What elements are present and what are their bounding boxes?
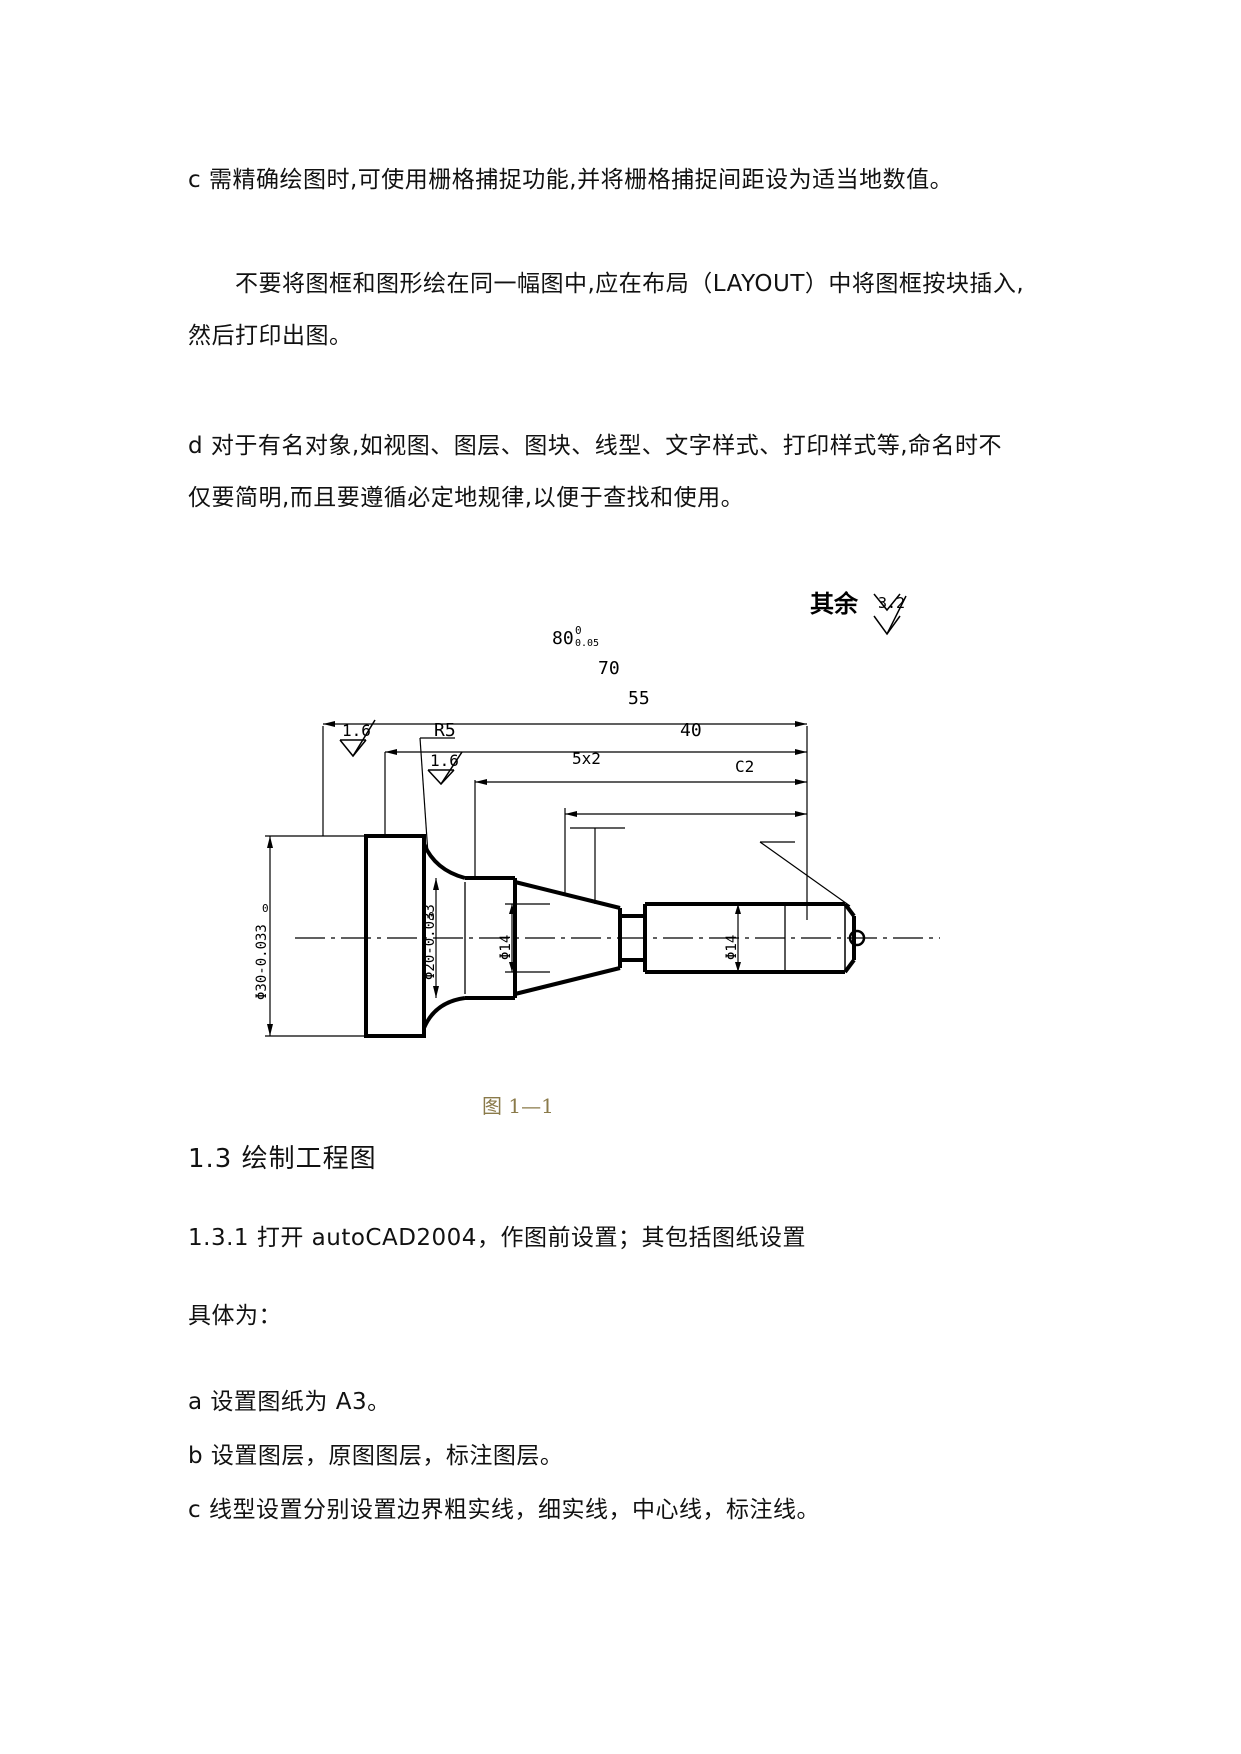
dia-30-label: Φ30-0.033 xyxy=(254,924,270,1000)
paragraph-naming-line2: 仅要简明,而且要遵循必定地规律,以便于查找和使用。 xyxy=(188,485,745,511)
groove-label: 5x2 xyxy=(572,749,601,768)
dimension-arrows xyxy=(267,721,807,1036)
dim-total-tol-lower: 0.05 xyxy=(575,638,599,649)
shaft-engineering-drawing: 其余 80 0 0.05 70 55 40 1.6 R5 1.6 5x2 C2 … xyxy=(254,590,940,1038)
remainder-roughness-tick xyxy=(886,595,907,635)
roughness-symbol-2 xyxy=(427,751,463,786)
dim-40: 40 xyxy=(680,720,702,741)
chamfer-label: C2 xyxy=(735,757,754,776)
roughness-symbol-remainder xyxy=(873,593,901,612)
dia-20-tol: 0 xyxy=(428,910,435,923)
list-item-b: b 设置图层，原图图层，标注图层。 xyxy=(188,1443,564,1469)
dim-70: 70 xyxy=(598,658,620,679)
dia-20-label: Φ20-0.033 xyxy=(422,904,438,980)
paragraph-grid-snap: c 需精确绘图时,可使用栅格捕捉功能,并将栅格捕捉间距设为适当地数值。 xyxy=(188,167,954,193)
remainder-roughness-icon xyxy=(873,615,901,636)
dim-total-tol-upper: 0 xyxy=(575,624,582,637)
roughness-1-label: 1.6 xyxy=(342,721,371,740)
paragraph-layout-line2: 然后打印出图。 xyxy=(188,323,353,349)
dim-total: 80 xyxy=(552,628,574,649)
figure-caption: 图 1—1 xyxy=(482,1094,554,1118)
roughness-symbol-1 xyxy=(339,719,376,758)
subsection-heading: 1.3.1 打开 autoCAD2004，作图前设置；其包括图纸设置 xyxy=(188,1225,806,1251)
list-item-a: a 设置图纸为 A3。 xyxy=(188,1389,391,1415)
dia-30-tol: 0 xyxy=(262,902,269,915)
dim-55: 55 xyxy=(628,688,650,709)
center-hole xyxy=(848,929,866,947)
intro-text: 具体为： xyxy=(188,1303,282,1329)
radius-label: R5 xyxy=(434,720,456,741)
dia-14-shaft-label: Φ14 xyxy=(724,935,740,960)
roughness-2-label: 1.6 xyxy=(430,751,459,770)
paragraph-layout-line1: 不要将图框和图形绘在同一幅图中,应在布局（LAYOUT）中将图框按块插入, xyxy=(188,271,1025,297)
section-heading: 1.3 绘制工程图 xyxy=(188,1144,377,1174)
dia-14-taper-label: Φ14 xyxy=(498,935,514,960)
remainder-roughness-value: 3.2 xyxy=(878,594,905,612)
paragraph-naming-line1: d 对于有名对象,如视图、图层、图块、线型、文字样式、打印样式等,命名时不 xyxy=(188,433,1003,459)
list-item-c: c 线型设置分别设置边界粗实线，细实线，中心线，标注线。 xyxy=(188,1497,820,1523)
remainder-label: 其余 xyxy=(810,590,859,618)
shaft-outline xyxy=(364,834,856,1038)
